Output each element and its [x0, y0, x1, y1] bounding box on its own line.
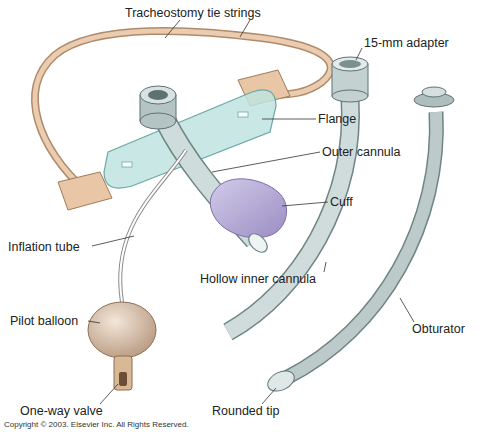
- flange-slot: [238, 112, 248, 117]
- leader-line: [88, 321, 100, 323]
- obturator-outline: [286, 112, 436, 378]
- part-label: Cuff: [330, 195, 353, 209]
- inner-cannula-outline: [228, 98, 350, 332]
- leader-line: [262, 119, 316, 120]
- part-label: Outer cannula: [322, 145, 401, 159]
- leader-line: [212, 152, 320, 172]
- leader-line: [165, 20, 180, 38]
- part-label: Flange: [318, 112, 356, 126]
- tie-tab: [58, 172, 112, 210]
- part-label: Rounded tip: [212, 404, 279, 418]
- leader-line: [240, 20, 250, 37]
- copyright-note: Copyright © 2003. Elsevier Inc. All Righ…: [4, 420, 189, 430]
- leader-line: [100, 384, 118, 404]
- rounded-tip: [265, 367, 298, 395]
- adapter-base: [332, 90, 368, 102]
- pilot-balloon: [88, 302, 156, 358]
- leader-line: [282, 202, 328, 206]
- leader-line: [400, 298, 414, 322]
- connector-top: [140, 86, 176, 104]
- connector-base: [140, 113, 176, 129]
- cannula-opening: [245, 230, 270, 255]
- valve-port: [119, 372, 127, 386]
- part-label: Pilot balloon: [10, 314, 78, 328]
- inflation-tube: [120, 150, 186, 302]
- cuff-balloon: [210, 179, 286, 238]
- adapter-lumen: [339, 60, 361, 68]
- leader-line: [324, 262, 326, 272]
- leader-line: [262, 388, 276, 404]
- part-label: Hollow inner cannula: [200, 272, 316, 286]
- part-label: Tracheostomy tie strings: [125, 6, 261, 20]
- connector-lumen: [148, 90, 168, 100]
- part-label: Obturator: [412, 322, 465, 336]
- obturator-shaft: [286, 112, 436, 378]
- leader-line: [92, 236, 134, 246]
- inner-cannula: [228, 98, 350, 332]
- part-label: One-way valve: [20, 404, 103, 418]
- inflation-tube-outline: [120, 150, 186, 302]
- obturator-cap: [422, 87, 446, 97]
- flange-slot: [122, 162, 132, 167]
- part-label: Inflation tube: [8, 240, 80, 254]
- leader-line: [356, 48, 362, 60]
- leader-lines: [88, 20, 414, 404]
- part-label: 15-mm adapter: [364, 36, 449, 50]
- adapter-top: [332, 57, 368, 71]
